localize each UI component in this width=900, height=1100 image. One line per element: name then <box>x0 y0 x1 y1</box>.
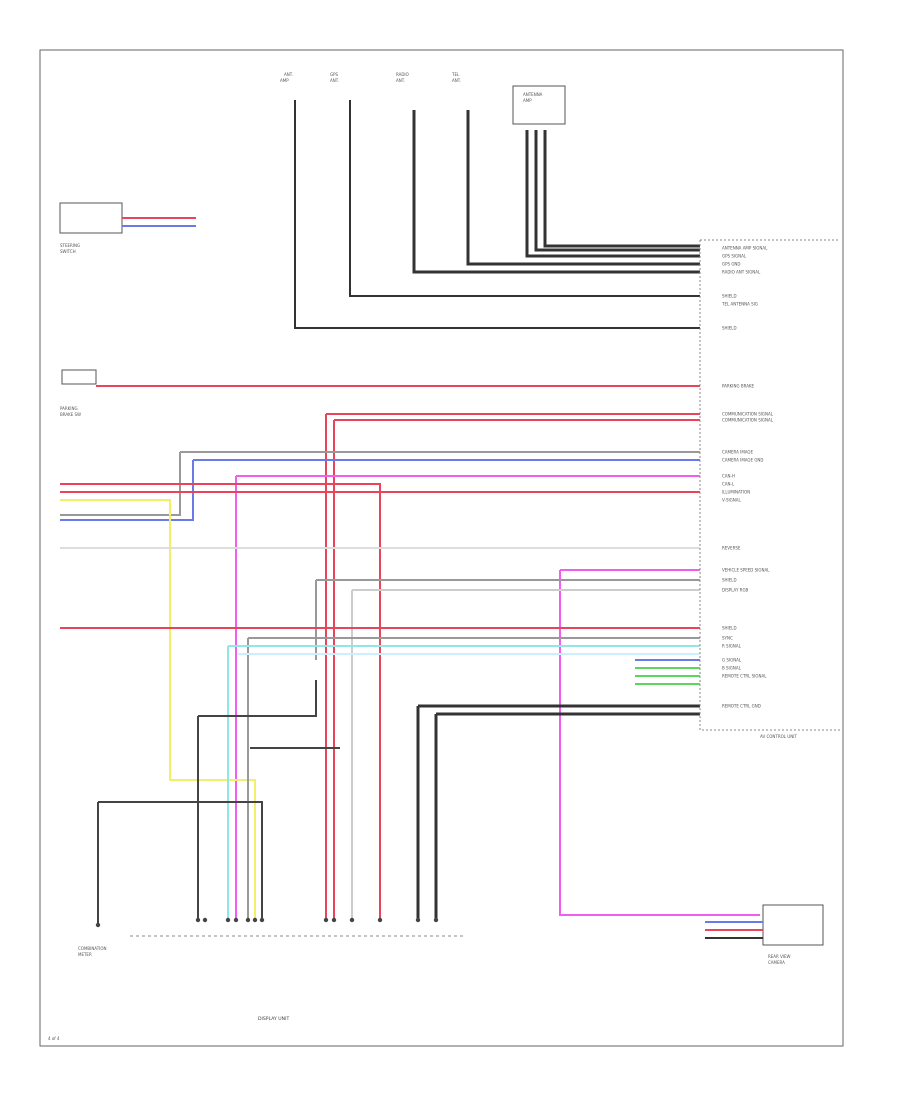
top-connectors: ANT. AMP GPS ANT. RADIO ANT. TEL ANT. AN… <box>280 72 566 125</box>
svg-text:REAR VIEW: REAR VIEW <box>768 954 791 959</box>
pin-label: CAMERA IMAGE GND <box>722 458 764 463</box>
pin-label: GPS GND <box>722 262 741 267</box>
svg-text:COMBINATION: COMBINATION <box>78 946 107 951</box>
svg-text:4 of 4: 4 of 4 <box>48 1036 60 1041</box>
svg-text:STEERING: STEERING <box>60 243 80 248</box>
pin-label: ILLUMINATION <box>722 490 750 495</box>
display-unit-title: DISPLAY UNIT <box>258 1016 289 1022</box>
svg-text:ANT.: ANT. <box>330 78 339 83</box>
antenna-amplifier-box <box>512 85 566 125</box>
pin-label: REMOTE CTRL GND <box>722 704 761 709</box>
svg-text:ANT.: ANT. <box>452 78 461 83</box>
pin-label: CAN-L <box>722 482 735 487</box>
pin-label: CAMERA IMAGE <box>722 450 754 455</box>
svg-text:ANT.: ANT. <box>396 78 405 83</box>
svg-text:SWITCH: SWITCH <box>60 249 76 254</box>
svg-text:RADIO: RADIO <box>396 72 409 77</box>
pin-label: REMOTE CTRL SIGNAL <box>722 674 767 679</box>
pin-label: SHIELD <box>722 626 737 631</box>
av-control-unit-bracket <box>699 239 840 731</box>
svg-text:AV CONTROL UNIT: AV CONTROL UNIT <box>760 734 797 739</box>
pin-label: DISPLAY RGB <box>722 588 749 593</box>
parking-brake-symbol <box>61 369 97 385</box>
svg-text:ANTENNA: ANTENNA <box>523 92 543 97</box>
pin-labels: ANTENNA AMP SIGNAL GPS SIGNAL GPS GND RADIO… <box>721 246 774 709</box>
svg-text:AMP: AMP <box>523 98 532 103</box>
svg-text:GPS: GPS <box>330 72 339 77</box>
steering-switch-box <box>59 202 123 234</box>
pin-label: PARKING BRAKE <box>722 384 755 389</box>
pin-label: SHIELD <box>722 326 737 331</box>
pin-label: REVERSE <box>722 546 741 551</box>
pin-label: V-SIGNAL <box>722 498 741 503</box>
pin-label: R SIGNAL <box>722 644 742 649</box>
svg-text:ANT.: ANT. <box>284 72 293 77</box>
pin-label: VEHICLE SPEED SIGNAL <box>722 568 770 573</box>
svg-text:PARKING: PARKING <box>60 406 78 411</box>
pin-label: COMMUNICATION SIGNAL <box>722 412 774 417</box>
pin-label: B SIGNAL <box>722 666 742 671</box>
pin-label: SHIELD <box>722 578 737 583</box>
pin-label: SYNC <box>722 636 733 641</box>
pin-label: ANTENNA AMP SIGNAL <box>722 246 768 251</box>
pin-label: GPS SIGNAL <box>722 254 747 259</box>
diagram-frame <box>39 49 844 1047</box>
pin-label: RADIO ANT SIGNAL <box>722 270 761 275</box>
svg-text:BRAKE SW: BRAKE SW <box>60 412 81 417</box>
svg-text:AMP: AMP <box>280 78 289 83</box>
pin-label: G SIGNAL <box>722 658 742 663</box>
pin-label: CAN-H <box>722 474 735 479</box>
svg-text:CAMERA: CAMERA <box>768 960 785 965</box>
rear-view-camera-box <box>762 904 824 946</box>
svg-text:TEL: TEL <box>451 72 460 77</box>
svg-text:METER: METER <box>78 952 92 957</box>
pin-label: TEL ANTENNA SIG <box>721 302 758 307</box>
pin-label: SHIELD <box>722 294 737 299</box>
pin-label: COMMUNICATION SIGNAL <box>722 418 774 423</box>
